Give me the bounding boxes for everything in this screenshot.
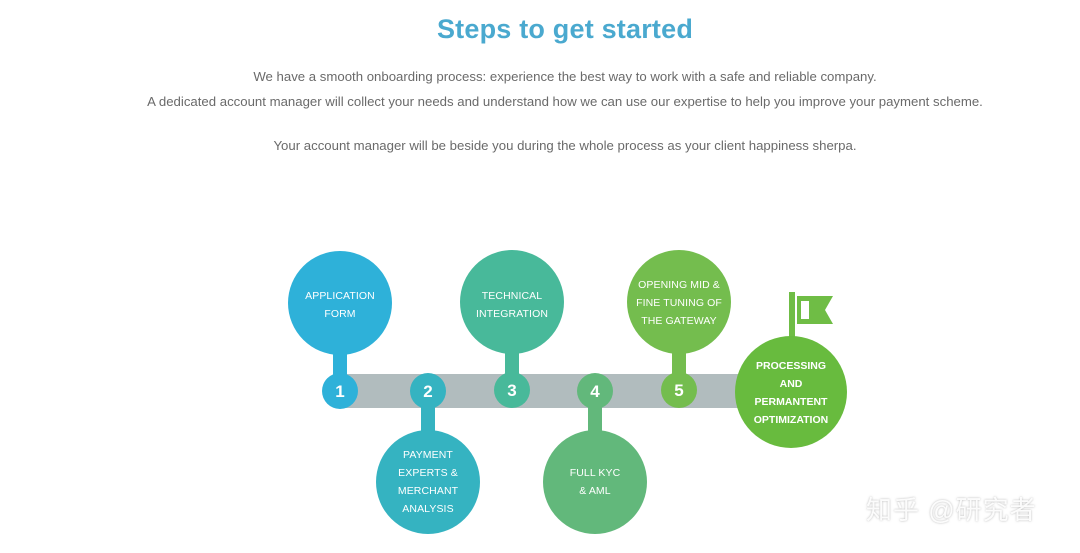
step-4-number: 4 bbox=[590, 382, 600, 401]
step-2-neck bbox=[421, 405, 435, 433]
step-5-label-line-2: FINE TUNING OF bbox=[636, 297, 722, 309]
step-1-neck bbox=[333, 350, 347, 376]
final-step: PROCESSING AND PERMANTENT OPTIMIZATION bbox=[735, 292, 847, 448]
step-3-neck bbox=[505, 348, 519, 376]
step-1-label-line-1: APPLICATION bbox=[305, 290, 375, 302]
step-2-label-line-1: PAYMENT bbox=[403, 449, 453, 461]
step-5-label-line-3: THE GATEWAY bbox=[641, 315, 717, 327]
page-title: Steps to get started bbox=[436, 14, 694, 44]
step-2-number-circle bbox=[410, 373, 446, 409]
step-5: 5 OPENING MID & FINE TUNING OF THE GATEW… bbox=[627, 250, 731, 408]
intro-text-1: We have a smooth onboarding process: exp… bbox=[253, 69, 877, 84]
step-2: 2 PAYMENT EXPERTS & MERCHANT ANALYSIS bbox=[376, 373, 480, 534]
step-1-number-circle bbox=[322, 373, 358, 409]
step-3-number-circle bbox=[494, 372, 530, 408]
final-step-label-line-2: AND bbox=[780, 378, 803, 390]
step-2-bubble bbox=[376, 430, 480, 534]
step-3-bubble bbox=[460, 250, 564, 354]
step-5-label-line-1: OPENING MID & bbox=[638, 279, 720, 291]
step-2-label-line-2: EXPERTS & bbox=[398, 467, 458, 479]
step-3-number: 3 bbox=[507, 381, 516, 400]
step-4-bubble bbox=[543, 430, 647, 534]
watermark: 知乎 @研究者 bbox=[866, 495, 1037, 525]
step-3-label-line-1: TECHNICAL bbox=[482, 290, 542, 302]
intro-text-3: Your account manager will be beside you … bbox=[273, 138, 857, 153]
final-step-label-line-3: PERMANTENT bbox=[755, 396, 829, 408]
step-4-label-line-1: FULL KYC bbox=[570, 467, 621, 479]
flag-icon bbox=[789, 292, 833, 348]
step-3: 3 TECHNICAL INTEGRATION bbox=[460, 250, 564, 408]
final-step-label-line-1: PROCESSING bbox=[756, 360, 826, 372]
step-4-label-line-2: & AML bbox=[579, 485, 610, 497]
step-1: 1 APPLICATION FORM bbox=[288, 251, 392, 409]
step-2-label-line-4: ANALYSIS bbox=[402, 503, 453, 515]
step-5-neck bbox=[672, 348, 686, 376]
step-4: 4 FULL KYC & AML bbox=[543, 373, 647, 534]
step-4-number-circle bbox=[577, 373, 613, 409]
step-5-number: 5 bbox=[674, 381, 683, 400]
step-1-bubble bbox=[288, 251, 392, 355]
step-2-number: 2 bbox=[423, 382, 432, 401]
step-5-bubble bbox=[627, 250, 731, 354]
step-1-number: 1 bbox=[335, 382, 344, 401]
step-4-neck bbox=[588, 405, 602, 433]
step-3-label-line-2: INTEGRATION bbox=[476, 308, 548, 320]
intro-text-2: A dedicated account manager will collect… bbox=[147, 94, 983, 109]
step-5-number-circle bbox=[661, 372, 697, 408]
final-step-bubble bbox=[735, 336, 847, 448]
step-1-label-line-2: FORM bbox=[324, 308, 355, 320]
final-step-label-line-4: OPTIMIZATION bbox=[754, 414, 828, 426]
step-2-label-line-3: MERCHANT bbox=[398, 485, 459, 497]
